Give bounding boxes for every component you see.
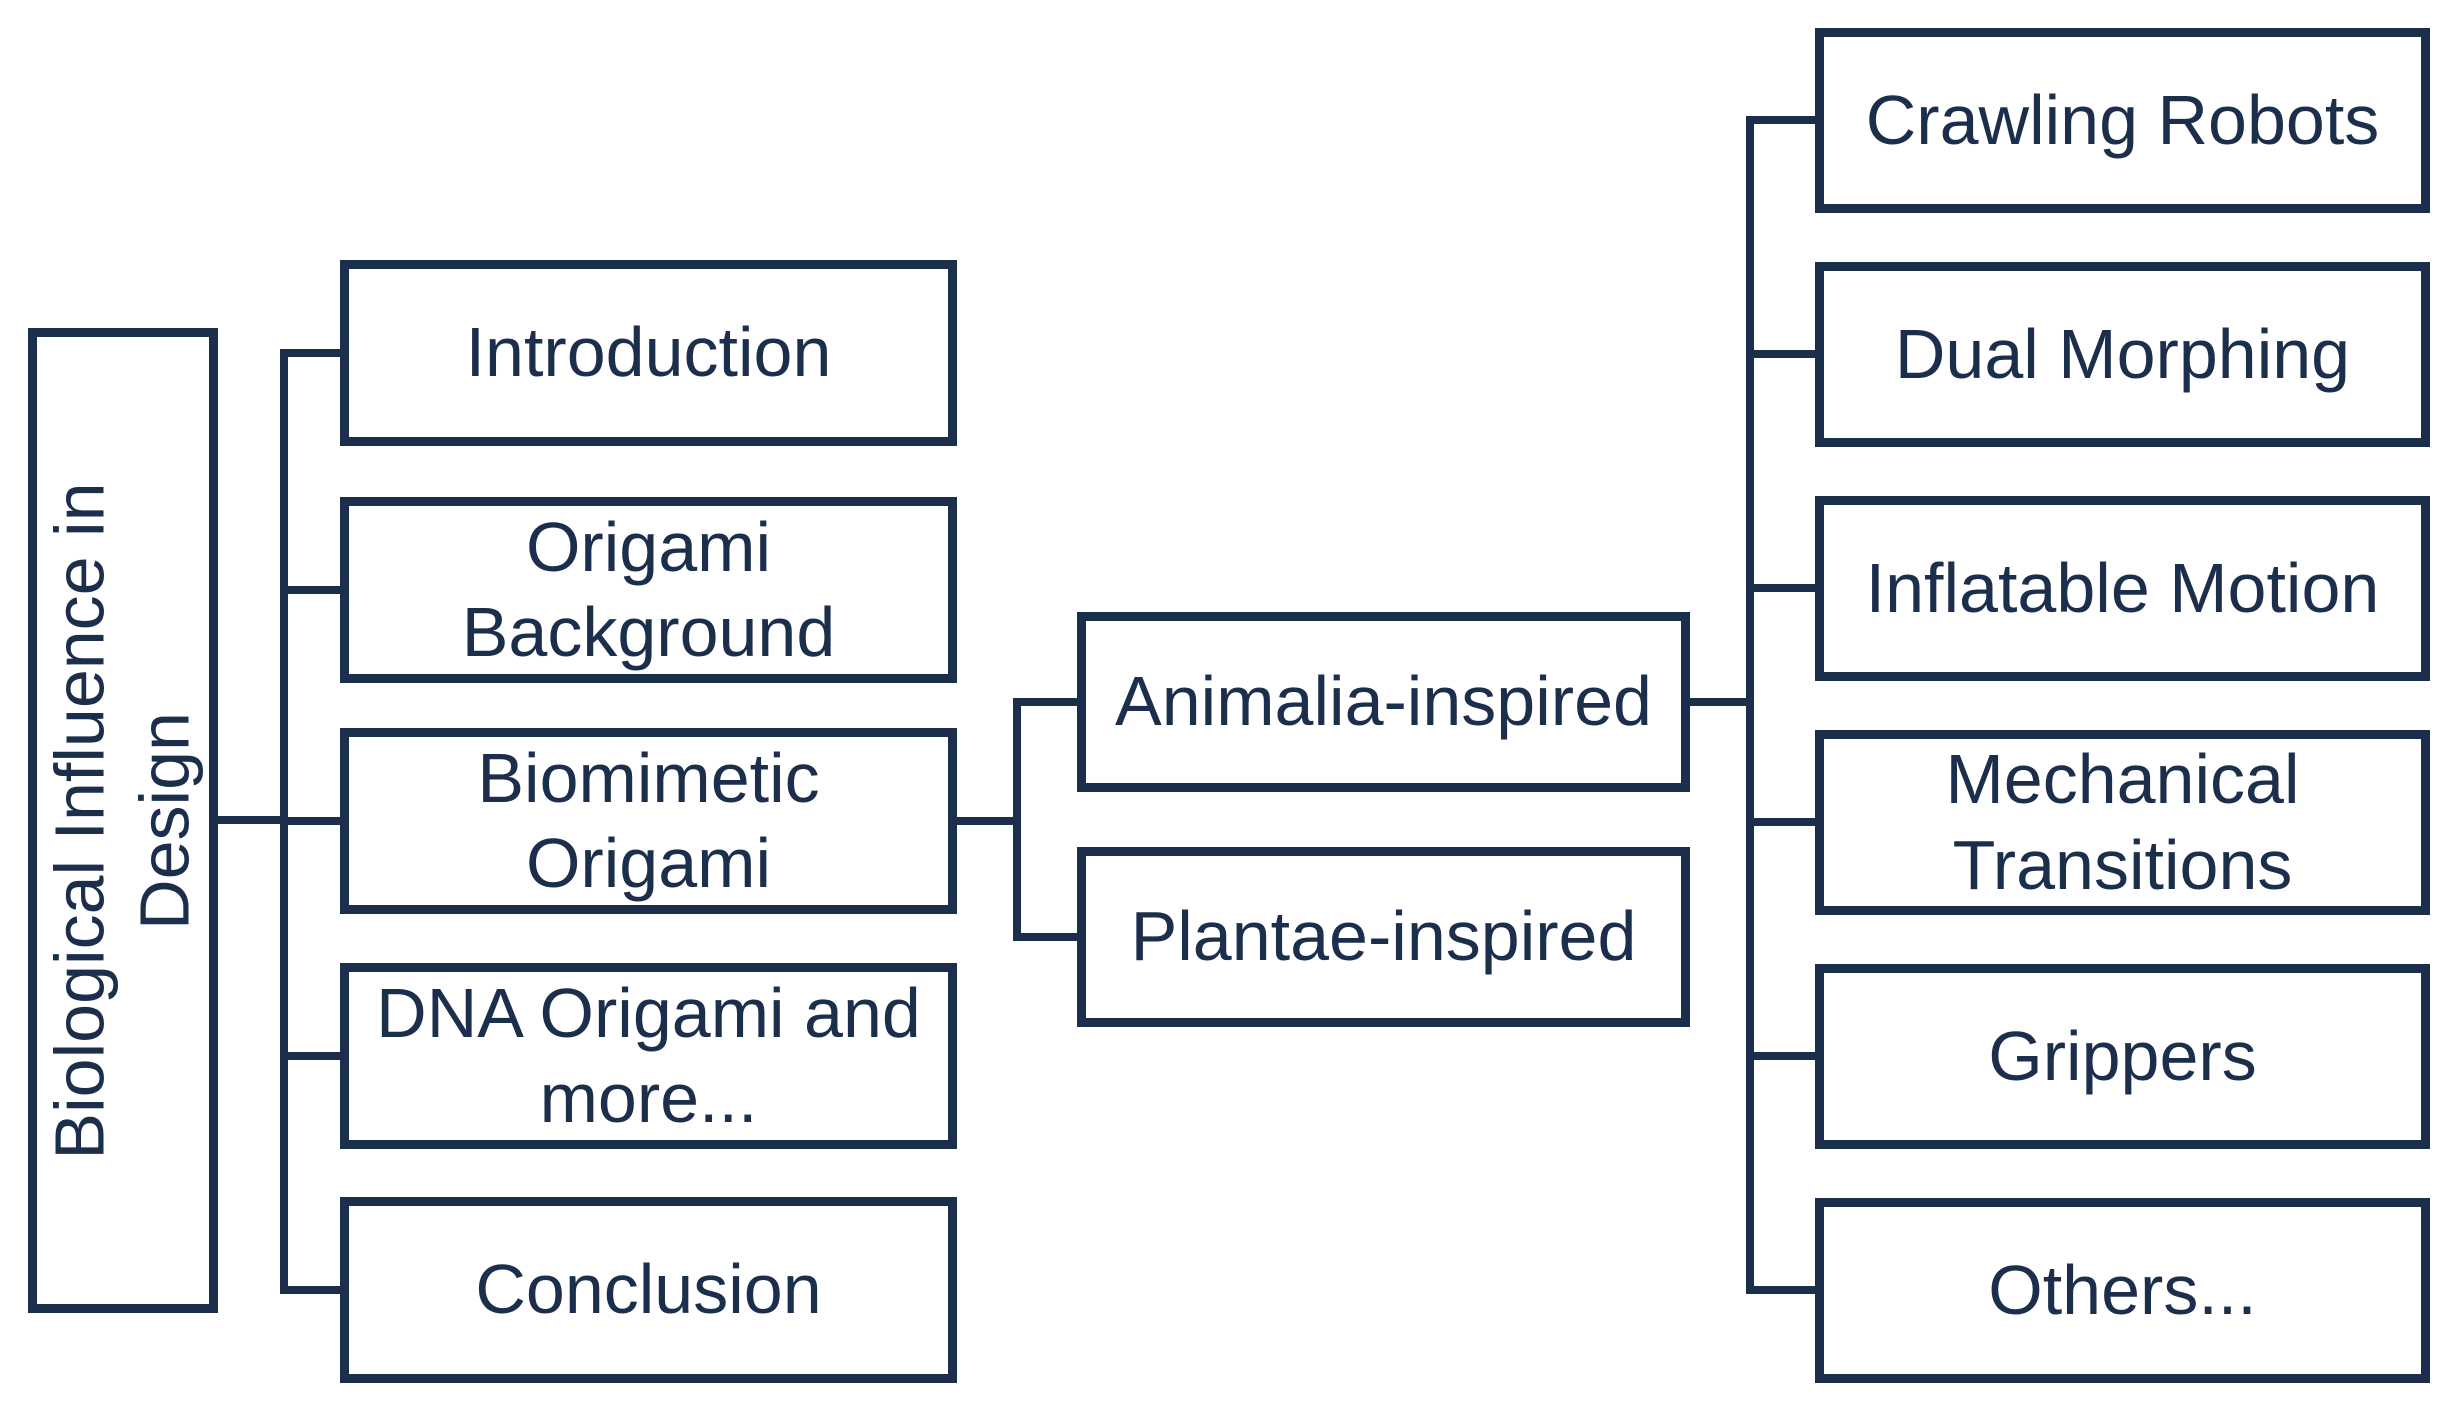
connector-stub-biomimetic-origami: [280, 817, 340, 825]
node-introduction-label: Introduction: [465, 313, 832, 392]
connector-stub-animalia: [1013, 698, 1077, 706]
connector-animalia-horizontal: [1690, 698, 1754, 706]
connector-stub-conclusion: [280, 1286, 340, 1294]
node-dual-morphing: Dual Morphing: [1815, 262, 2430, 447]
node-dual-morphing-label: Dual Morphing: [1894, 314, 2351, 393]
node-biomimetic-origami-label: Biomimetic Origami: [477, 738, 820, 902]
node-inflatable-motion: Inflatable Motion: [1815, 496, 2430, 681]
connector-biomimetic-horizontal: [957, 817, 1021, 825]
connector-stub-origami-background: [280, 586, 340, 594]
node-grippers: Grippers: [1815, 964, 2430, 1149]
node-conclusion: Conclusion: [340, 1197, 957, 1383]
node-plantae-inspired: Plantae-inspired: [1077, 847, 1690, 1027]
node-crawling-robots: Crawling Robots: [1815, 28, 2430, 213]
node-mechanical-transitions: Mechanical Transitions: [1815, 730, 2430, 915]
connector-stub-introduction: [280, 349, 340, 357]
connector-stub-mechanical-transitions: [1746, 818, 1815, 826]
connector-stub-dna-origami: [280, 1052, 340, 1060]
node-mechanical-transitions-label: Mechanical Transitions: [1945, 740, 2300, 904]
node-grippers-label: Grippers: [1988, 1016, 2257, 1095]
node-origami-background: Origami Background: [340, 497, 957, 683]
node-animalia-inspired-label: Animalia-inspired: [1115, 662, 1652, 741]
connector-stub-inflatable-motion: [1746, 584, 1815, 592]
connector-level2-spine: [1013, 698, 1021, 941]
node-conclusion-label: Conclusion: [475, 1250, 822, 1329]
connector-stub-others: [1746, 1286, 1815, 1294]
node-origami-background-label: Origami Background: [461, 507, 836, 671]
node-others: Others...: [1815, 1198, 2430, 1383]
node-dna-origami: DNA Origami and more...: [340, 963, 957, 1149]
connector-stub-dual-morphing: [1746, 350, 1815, 358]
node-inflatable-motion-label: Inflatable Motion: [1865, 548, 2380, 627]
node-plantae-inspired-label: Plantae-inspired: [1130, 897, 1637, 976]
node-dna-origami-label: DNA Origami and more...: [376, 973, 921, 1137]
node-biomimetic-origami: Biomimetic Origami: [340, 728, 957, 914]
node-introduction: Introduction: [340, 260, 957, 446]
connector-stub-plantae: [1013, 933, 1077, 941]
connector-stub-grippers: [1746, 1052, 1815, 1060]
connector-level3-spine: [1746, 116, 1754, 1294]
node-root: Biological Influence in Design: [28, 328, 218, 1313]
node-animalia-inspired: Animalia-inspired: [1077, 612, 1690, 792]
node-root-label: Biological Influence in Design: [40, 481, 204, 1160]
node-others-label: Others...: [1988, 1250, 2257, 1329]
connector-root-horizontal: [218, 816, 288, 824]
node-crawling-robots-label: Crawling Robots: [1865, 80, 2380, 159]
connector-stub-crawling-robots: [1746, 116, 1815, 124]
